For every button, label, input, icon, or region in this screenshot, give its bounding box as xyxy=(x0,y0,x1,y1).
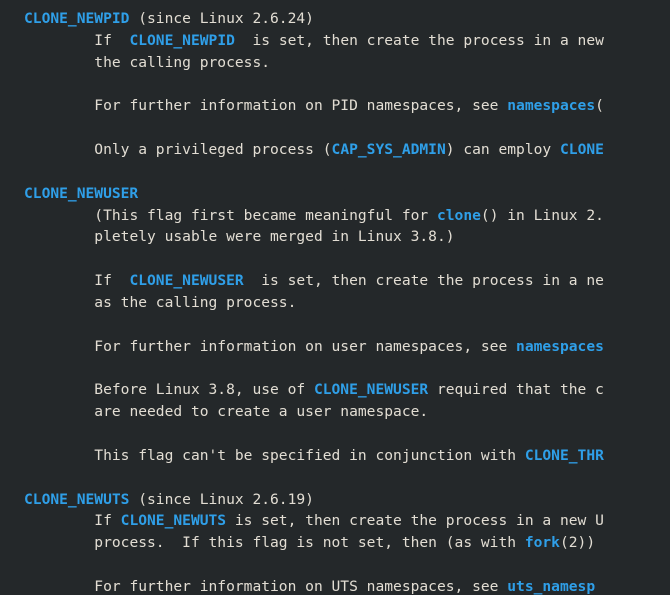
indent-spacer xyxy=(24,512,94,529)
man-text: the calling process. xyxy=(94,53,271,71)
man-keyword: CLONE_NEWPID xyxy=(24,10,130,27)
man-line: For further information on user namespac… xyxy=(0,336,670,358)
man-keyword: CLONE_THR xyxy=(524,446,604,464)
man-keyword: fork xyxy=(524,534,560,552)
man-line: If CLONE_NEWUTS is set, then create the … xyxy=(0,510,670,532)
man-line: process. If this flag is not set, then (… xyxy=(0,532,670,554)
man-text: ( xyxy=(595,97,604,115)
man-line: If CLONE_NEWUSER is set, then create the… xyxy=(0,270,670,292)
man-line: pletely usable were merged in Linux 3.8.… xyxy=(0,226,670,248)
man-text: For further information on UTS namespace… xyxy=(94,577,508,595)
man-text: process. If this flag is not set, then (… xyxy=(94,534,525,552)
man-text: If xyxy=(94,31,130,49)
man-text: Only a privileged process ( xyxy=(94,141,332,159)
man-line: are needed to create a user namespace. xyxy=(0,401,670,423)
man-line: CLONE_NEWPID (since Linux 2.6.24) xyxy=(0,8,670,30)
man-text: (2)) xyxy=(559,534,596,552)
man-keyword: uts_namesp xyxy=(507,577,596,595)
man-blank-line xyxy=(0,248,670,270)
man-text: (since Linux 2.6.24) xyxy=(129,10,314,27)
man-text: For further information on user namespac… xyxy=(94,337,517,355)
man-blank-line xyxy=(0,358,670,380)
man-blank-line xyxy=(0,74,670,96)
man-page-text: CLONE_NEWPID (since Linux 2.6.24) If CLO… xyxy=(0,8,670,595)
man-keyword: CLONE_NEWUSER xyxy=(129,272,244,290)
man-keyword: CAP_SYS_ADMIN xyxy=(331,141,446,159)
man-line: as the calling process. xyxy=(0,292,670,314)
man-keyword: CLONE xyxy=(560,141,604,159)
man-keyword: CLONE_NEWUSER xyxy=(24,184,139,202)
man-line: For further information on PID namespace… xyxy=(0,95,670,117)
man-blank-line xyxy=(0,117,670,139)
man-keyword: CLONE_NEWUTS xyxy=(120,512,227,530)
man-keyword: namespaces xyxy=(516,337,604,355)
man-line: Before Linux 3.8, use of CLONE_NEWUSER r… xyxy=(0,379,670,401)
man-blank-line xyxy=(0,554,670,576)
man-blank-line xyxy=(0,161,670,183)
indent-spacer xyxy=(24,228,94,245)
man-text: (This flag first became meaningful for xyxy=(94,206,437,224)
man-keyword: namespaces xyxy=(507,97,596,115)
man-text: If xyxy=(94,512,121,530)
indent-spacer xyxy=(24,32,94,49)
indent-spacer xyxy=(24,534,94,551)
man-keyword: clone xyxy=(436,206,481,224)
man-keyword: CLONE_NEWPID xyxy=(129,31,235,49)
indent-spacer xyxy=(24,97,94,114)
man-text: Before Linux 3.8, use of xyxy=(94,381,314,399)
man-line: CLONE_NEWUTS (since Linux 2.6.19) xyxy=(0,489,670,511)
man-text: ) can employ xyxy=(445,141,560,159)
man-line: the calling process. xyxy=(0,52,670,74)
man-text: If xyxy=(94,272,130,290)
indent-spacer xyxy=(24,54,94,71)
man-line: (This flag first became meaningful for c… xyxy=(0,205,670,227)
indent-spacer xyxy=(24,141,94,158)
indent-spacer xyxy=(24,447,94,464)
man-blank-line xyxy=(0,314,670,336)
indent-spacer xyxy=(24,207,94,224)
man-keyword: CLONE_NEWUTS xyxy=(24,490,130,508)
man-line: Only a privileged process (CAP_SYS_ADMIN… xyxy=(0,139,670,161)
man-text: are needed to create a user namespace. xyxy=(94,403,429,421)
man-blank-line xyxy=(0,423,670,445)
indent-spacer xyxy=(24,294,94,311)
man-line: For further information on UTS namespace… xyxy=(0,576,670,595)
man-text: (since Linux 2.6.19) xyxy=(129,490,314,508)
man-text: For further information on PID namespace… xyxy=(94,97,508,115)
man-text: as the calling process. xyxy=(94,293,297,311)
indent-spacer xyxy=(24,403,94,420)
man-line: This flag can't be specified in conjunct… xyxy=(0,445,670,467)
man-line: If CLONE_NEWPID is set, then create the … xyxy=(0,30,670,52)
man-text: This flag can't be specified in conjunct… xyxy=(94,446,525,464)
indent-spacer xyxy=(24,338,94,355)
man-text: required that the c xyxy=(428,381,604,399)
man-text: is set, then create the process in a new… xyxy=(226,512,604,530)
man-text: () in Linux 2. xyxy=(480,206,604,224)
man-line: CLONE_NEWUSER xyxy=(0,183,670,205)
indent-spacer xyxy=(24,272,94,289)
man-keyword: CLONE_NEWUSER xyxy=(313,381,429,399)
man-text: is set, then create the process in a new xyxy=(234,31,604,49)
man-text: is set, then create the process in a ne xyxy=(243,272,604,290)
man-text: pletely usable were merged in Linux 3.8.… xyxy=(94,228,455,246)
indent-spacer xyxy=(24,381,94,398)
man-blank-line xyxy=(0,467,670,489)
indent-spacer xyxy=(24,578,94,595)
